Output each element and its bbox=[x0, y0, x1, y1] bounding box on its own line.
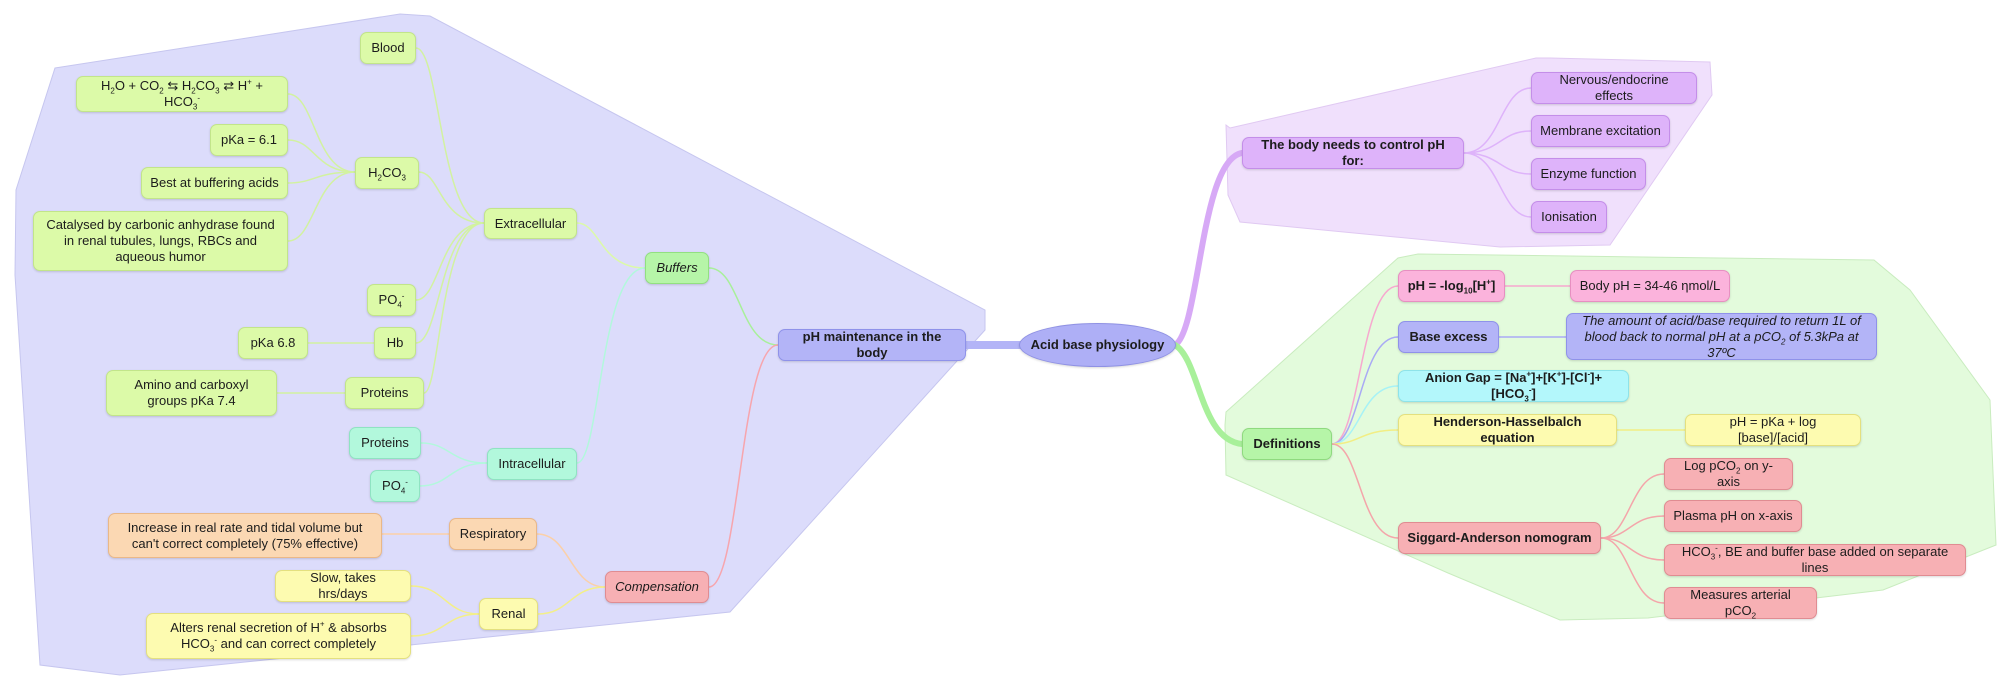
anion-gap-label: Anion Gap = [Na+]+[K+]-[Cl-]+[HCO3-] bbox=[1424, 369, 1603, 404]
extracellular-node[interactable]: Extracellular bbox=[484, 208, 577, 239]
slow-node[interactable]: Slow, takes hrs/days bbox=[275, 570, 411, 602]
equation-label: H2O + CO2 ⇆ H2CO3 ⇄ H+ + HCO3- bbox=[100, 77, 264, 112]
control-item-label: Membrane excitation bbox=[1540, 123, 1661, 138]
control-item-enzyme[interactable]: Enzyme function bbox=[1531, 158, 1646, 190]
hh-label: Henderson-Hasselbalch equation bbox=[1433, 414, 1582, 445]
siggard-hco3-label: HCO3-, BE and buffer base added on separ… bbox=[1681, 543, 1949, 575]
renal-node[interactable]: Renal bbox=[479, 598, 538, 630]
respiratory-detail-node[interactable]: Increase in real rate and tidal volume b… bbox=[108, 513, 382, 558]
ph-definition-label: pH = -log10[H+] bbox=[1407, 277, 1496, 296]
base-excess-detail-label: The amount of acid/base required to retu… bbox=[1582, 312, 1861, 360]
control-item-nervous[interactable]: Nervous/endocrine effects bbox=[1531, 72, 1697, 104]
compensation-node[interactable]: Compensation bbox=[605, 571, 709, 603]
intracellular-po4-node[interactable]: PO4- bbox=[370, 470, 420, 502]
hb-label: Hb bbox=[386, 335, 404, 350]
buffers-node[interactable]: Buffers bbox=[645, 252, 709, 284]
base-excess-detail-node[interactable]: The amount of acid/base required to retu… bbox=[1566, 313, 1877, 360]
pka-6-1-label: pKa = 6.1 bbox=[220, 132, 278, 147]
siggard-node[interactable]: Siggard-Anderson nomogram bbox=[1398, 522, 1601, 554]
extracellular-po4-label: PO4- bbox=[378, 291, 405, 310]
root-label: Acid base physiology bbox=[1030, 337, 1165, 352]
body-ph-label: Body pH = 34-46 ηmol/L bbox=[1579, 278, 1721, 293]
siggard-measures-label: Measures arterial pCO2 bbox=[1690, 587, 1791, 621]
intracellular-proteins-label: Proteins bbox=[361, 435, 409, 450]
slow-label: Slow, takes hrs/days bbox=[310, 570, 376, 601]
control-item-ionisation[interactable]: Ionisation bbox=[1531, 201, 1607, 233]
body-ph-node[interactable]: Body pH = 34-46 ηmol/L bbox=[1570, 270, 1730, 302]
siggard-plasma-node[interactable]: Plasma pH on x-axis bbox=[1664, 500, 1802, 532]
renal-label: Renal bbox=[491, 606, 526, 621]
definitions-label: Definitions bbox=[1253, 436, 1321, 451]
intracellular-node[interactable]: Intracellular bbox=[487, 448, 577, 480]
respiratory-label: Respiratory bbox=[459, 526, 527, 541]
h2co3-label: H2CO3 bbox=[368, 165, 406, 183]
hh-formula-label: pH = pKa + log [base]/[acid] bbox=[1729, 414, 1817, 445]
extracellular-label: Extracellular bbox=[494, 215, 567, 231]
siggard-plasma-label: Plasma pH on x-axis bbox=[1673, 508, 1793, 523]
ph-definition-node[interactable]: pH = -log10[H+] bbox=[1398, 270, 1505, 302]
siggard-hco3-node[interactable]: HCO3-, BE and buffer base added on separ… bbox=[1664, 544, 1966, 576]
ph-maintenance-label: pH maintenance in the body bbox=[802, 329, 942, 360]
blood-node[interactable]: Blood bbox=[360, 32, 416, 64]
definitions-node[interactable]: Definitions bbox=[1242, 428, 1332, 460]
catalysed-node[interactable]: Catalysed by carbonic anhydrase found in… bbox=[33, 211, 288, 271]
control-label: The body needs to control pH for: bbox=[1261, 137, 1445, 168]
amino-carboxyl-label: Amino and carboxyl groups pKa 7.4 bbox=[134, 377, 249, 408]
respiratory-node[interactable]: Respiratory bbox=[449, 518, 537, 550]
control-item-label: Enzyme function bbox=[1540, 166, 1637, 181]
base-excess-label: Base excess bbox=[1409, 329, 1488, 344]
buffers-label: Buffers bbox=[656, 260, 698, 275]
control-item-label: Nervous/endocrine effects bbox=[1559, 72, 1669, 103]
pka-6-1-node[interactable]: pKa = 6.1 bbox=[210, 124, 288, 156]
intracellular-po4-label: PO4- bbox=[382, 477, 408, 496]
anion-gap-node[interactable]: Anion Gap = [Na+]+[K+]-[Cl-]+[HCO3-] bbox=[1398, 369, 1629, 404]
siggard-measures-node[interactable]: Measures arterial pCO2 bbox=[1664, 587, 1817, 621]
hb-node[interactable]: Hb bbox=[374, 327, 416, 359]
root-node[interactable]: Acid base physiology bbox=[1019, 323, 1176, 367]
extracellular-proteins-node[interactable]: Proteins bbox=[345, 377, 424, 409]
alters-label: Alters renal secretion of H+ & absorbs H… bbox=[170, 619, 387, 654]
siggard-label: Siggard-Anderson nomogram bbox=[1407, 530, 1592, 545]
catalysed-label: Catalysed by carbonic anhydrase found in… bbox=[46, 217, 275, 264]
equation-node[interactable]: H2O + CO2 ⇆ H2CO3 ⇄ H+ + HCO3- bbox=[76, 76, 288, 112]
control-item-membrane[interactable]: Membrane excitation bbox=[1531, 115, 1670, 147]
blood-label: Blood bbox=[371, 40, 405, 55]
h2co3-node[interactable]: H2CO3 bbox=[355, 157, 419, 189]
best-buffering-label: Best at buffering acids bbox=[150, 175, 279, 190]
intracellular-proteins-node[interactable]: Proteins bbox=[349, 427, 421, 459]
hh-formula-node[interactable]: pH = pKa + log [base]/[acid] bbox=[1685, 414, 1861, 446]
extracellular-proteins-label: Proteins bbox=[360, 385, 409, 400]
compensation-label: Compensation bbox=[615, 579, 699, 594]
pka-6-8-label: pKa 6.8 bbox=[250, 335, 296, 350]
alters-node[interactable]: Alters renal secretion of H+ & absorbs H… bbox=[146, 613, 411, 659]
control-node[interactable]: The body needs to control pH for: bbox=[1242, 137, 1464, 169]
base-excess-node[interactable]: Base excess bbox=[1398, 321, 1499, 353]
hh-node[interactable]: Henderson-Hasselbalch equation bbox=[1398, 414, 1617, 446]
respiratory-detail-label: Increase in real rate and tidal volume b… bbox=[127, 519, 363, 551]
intracellular-label: Intracellular bbox=[498, 456, 566, 471]
extracellular-po4-node[interactable]: PO4- bbox=[367, 284, 416, 316]
pka-6-8-node[interactable]: pKa 6.8 bbox=[238, 327, 308, 359]
siggard-log-label: Log pCO2 on y-axis bbox=[1683, 458, 1773, 489]
best-buffering-node[interactable]: Best at buffering acids bbox=[141, 167, 288, 199]
siggard-log-node[interactable]: Log pCO2 on y-axis bbox=[1664, 458, 1793, 490]
ph-maintenance-node[interactable]: pH maintenance in the body bbox=[778, 329, 966, 361]
control-item-label: Ionisation bbox=[1541, 209, 1597, 224]
amino-carboxyl-node[interactable]: Amino and carboxyl groups pKa 7.4 bbox=[106, 370, 277, 416]
